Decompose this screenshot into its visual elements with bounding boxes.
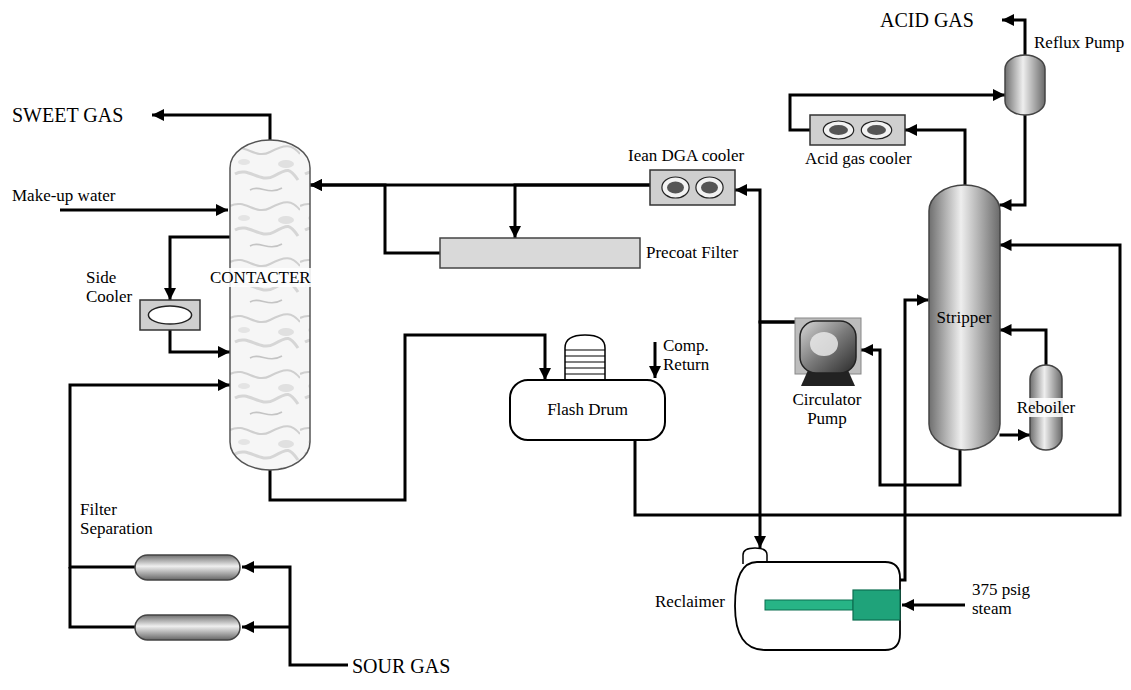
- filter-outlet-line: [70, 567, 135, 627]
- node-label: Side Cooler: [86, 268, 136, 306]
- drum-body: [510, 380, 665, 440]
- heater-tube: [765, 600, 853, 610]
- cooler-box: [650, 170, 735, 205]
- fan-hub: [667, 182, 684, 194]
- sweet-gas-line: [152, 115, 270, 140]
- node-label: Reclaimer: [655, 592, 731, 611]
- reflux-drum-shape: [1005, 55, 1045, 115]
- comp-return-line: [654, 342, 657, 378]
- lean-cooler-shape: [650, 170, 735, 205]
- filter-box: [440, 238, 640, 268]
- filter-vessel: [135, 615, 240, 640]
- node-label: Flash Drum: [547, 400, 628, 419]
- fan-hub: [867, 125, 886, 135]
- process-stream: [900, 300, 929, 580]
- contactor-vessel-shape: [230, 140, 310, 470]
- stream-label: Make-up water: [12, 186, 115, 205]
- node-label: Circulator Pump: [777, 390, 877, 428]
- dome-stripe: [565, 361, 605, 362]
- process-stream: [1000, 330, 1047, 365]
- reclaimer-body: [735, 562, 900, 650]
- process-stream: [310, 185, 440, 253]
- sour-gas-branch: [242, 626, 290, 629]
- pump-frame: [795, 318, 861, 374]
- node-label: Reboiler: [1015, 398, 1078, 417]
- fan: [823, 121, 853, 139]
- side-cooler-shape: [140, 300, 200, 330]
- pump-casing: [800, 321, 856, 373]
- sour-gas-line: [242, 567, 348, 665]
- process-stream: [1000, 434, 1031, 437]
- side-cooler: Side Cooler: [140, 300, 200, 330]
- precoat-filter-shape: [440, 238, 640, 268]
- process-stream: [270, 335, 545, 500]
- stream-label: ACID GAS: [880, 9, 974, 31]
- node-label: Filter Separation: [80, 500, 150, 538]
- circulator-pump-shape: [795, 318, 861, 386]
- cooler-box: [140, 300, 200, 330]
- acid-gas-line: [1002, 20, 1025, 55]
- dome-stripe: [565, 355, 605, 356]
- dome-stripe: [565, 367, 605, 368]
- fan-hub: [701, 182, 718, 194]
- process-stream: [635, 245, 1120, 515]
- process-stream: [760, 322, 795, 548]
- reflux-drum: Reflux Pump: [1005, 55, 1045, 115]
- precoat-filter: Precoat Filter: [440, 238, 640, 268]
- process-stream: [905, 130, 965, 185]
- reclaimer: Reclaimer: [735, 548, 900, 650]
- process-stream: [1000, 115, 1026, 205]
- stream-label: SWEET GAS: [12, 104, 123, 126]
- flash-drum: Flash Drum: [510, 380, 665, 440]
- fan-hub: [829, 125, 848, 135]
- reboiler: Reboiler: [1030, 365, 1062, 450]
- dome-stripe: [565, 349, 605, 350]
- node-label: CONTACTER: [208, 268, 313, 287]
- stripper-column: Stripper: [929, 185, 1000, 450]
- dome-stripe: [565, 373, 605, 374]
- stream-label: 375 psig steam: [972, 580, 1044, 618]
- cooler-box: [810, 115, 905, 145]
- process-stream: [170, 330, 230, 352]
- node-label: Reflux Pump: [1034, 33, 1124, 52]
- fan: [696, 177, 723, 198]
- steam-line: [902, 604, 965, 607]
- vessel-body: [929, 185, 1000, 450]
- node-label: Iean DGA cooler: [628, 146, 744, 165]
- node-label: Acid gas cooler: [805, 149, 912, 168]
- exchanger: [148, 306, 191, 324]
- drum-body: [1005, 55, 1045, 115]
- process-stream: [515, 185, 650, 238]
- acid-gas-cooler-shape: [810, 115, 905, 145]
- process-stream: [70, 385, 230, 567]
- acid-gas-cooler: Acid gas cooler: [810, 115, 905, 145]
- reclaimer-shape: [735, 548, 900, 650]
- pump-eye: [810, 332, 838, 356]
- fan: [662, 177, 689, 198]
- lean-cooler: Iean DGA cooler: [650, 170, 735, 205]
- filter-separator-shape: [135, 555, 240, 580]
- contactor-vessel: CONTACTER: [230, 140, 310, 470]
- node-label: Precoat Filter: [646, 243, 738, 262]
- filter-body: [135, 555, 240, 580]
- heater-head: [853, 590, 900, 620]
- stream-label: Comp. Return: [663, 336, 718, 374]
- vessel-body: [230, 140, 310, 470]
- fan: [861, 121, 891, 139]
- process-stream: [735, 190, 795, 322]
- drum-dome: [565, 335, 605, 380]
- filter-separator: Filter Separation: [135, 555, 240, 580]
- node-label: Stripper: [937, 308, 992, 327]
- make-up-water-line: [60, 209, 228, 212]
- stream-label: SOUR GAS: [352, 655, 450, 677]
- circulator-pump: Circulator Pump: [795, 318, 861, 386]
